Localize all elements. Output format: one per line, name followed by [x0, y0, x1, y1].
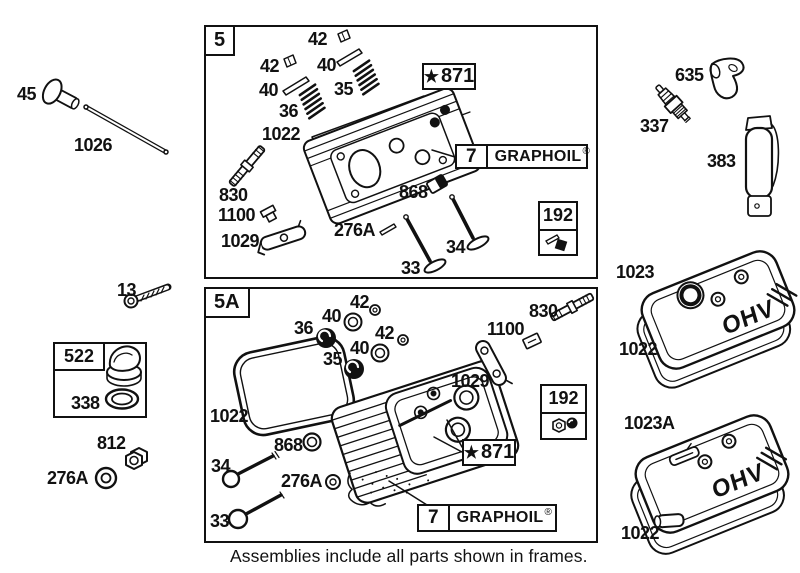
breather-tube-icon — [744, 115, 780, 217]
seal-338-icon — [104, 388, 140, 410]
valve-spring-icon-f5-35 — [352, 59, 380, 96]
o-ring-276a-icon-f5a — [325, 474, 341, 490]
valve-retainer-icon-f5a-a — [343, 312, 363, 332]
valve-icon-f5a-34 — [221, 450, 280, 489]
star-icon: ★ — [423, 67, 439, 86]
valve-retainer-icon-f5-left — [282, 76, 310, 96]
grommet-868-icon-f5a — [302, 432, 322, 452]
callout-star-871-frame5: ★871 — [422, 63, 476, 90]
oil-fill-cap-icon — [106, 345, 142, 387]
valve-keeper-icon-f5-left — [283, 54, 297, 68]
spark-plug-boot-icon — [709, 57, 745, 100]
valve-icon-f5-33 — [403, 214, 447, 274]
callout-kit-192-frame5: 192 — [538, 201, 578, 256]
tappet-icon — [41, 78, 80, 110]
callout-graphoil-frame5a: 7 GRAPHOIL® — [417, 504, 557, 532]
leader-line-graphoil-f5 — [431, 149, 456, 158]
pin-276a-icon-f5 — [379, 223, 397, 236]
valve-cover-icon-1023: OHV — [636, 250, 798, 389]
assembly-frame-5: 5 — [204, 25, 598, 279]
registered-mark: ® — [582, 145, 591, 157]
callout-graphoil-frame5: 7 GRAPHOIL® — [455, 144, 590, 169]
valve-spring-icon-f5a-36 — [316, 328, 336, 348]
valve-icon-f5a-33 — [227, 491, 285, 530]
assembly-box-522: 522 — [53, 342, 147, 418]
valve-cover-icon-1023a: OHV — [630, 414, 790, 555]
assembly-frame-5a: 5A — [204, 287, 598, 543]
valve-spring-icon-f5a-35 — [344, 359, 364, 379]
spark-plug-icon — [655, 84, 691, 123]
rocker-arm-icon-f5 — [257, 219, 307, 256]
bolt-icon — [123, 283, 172, 309]
washer-276a-icon — [94, 466, 118, 490]
valve-icon-f5-34 — [449, 194, 490, 251]
kit-192-contents-icon-frame5a — [542, 414, 585, 438]
frame-5a-label: 5A — [204, 287, 250, 318]
callout-kit-192-frame5a: 192 — [540, 384, 587, 440]
cap-868-icon-f5 — [426, 174, 448, 194]
kit-192-contents-icon-frame5 — [540, 231, 576, 254]
registered-mark: ® — [544, 507, 553, 518]
cylinder-head-icon-f5 — [302, 87, 482, 225]
graphoil-key-number: 7 — [419, 506, 450, 530]
graphoil-brand: GRAPHOIL® — [456, 507, 553, 526]
valve-spring-icon-f5-36 — [298, 83, 326, 120]
star-icon: ★ — [463, 443, 479, 462]
guide-clip-icon-f5a — [522, 332, 542, 350]
rocker-stud-icon-f5 — [228, 145, 266, 187]
guide-clip-icon-f5 — [259, 204, 278, 223]
assembly-522-label: 522 — [53, 342, 106, 371]
rocker-arm-icon-f5a — [475, 339, 513, 387]
callout-871-number: 871 — [480, 441, 515, 463]
valve-keeper-icon-f5a-a — [369, 304, 381, 316]
leader-lines-f5a — [388, 419, 463, 506]
kit-192-number: 192 — [540, 203, 576, 231]
nut-cap-kit-icon — [551, 417, 577, 433]
callout-871-number: 871 — [440, 65, 475, 87]
graphoil-key-number: 7 — [457, 146, 488, 167]
frame-5-label: 5 — [204, 25, 236, 56]
kit-192-number: 192 — [542, 386, 585, 414]
push-rod-icon — [83, 104, 169, 155]
valve-retainer-icon-f5a-b — [370, 343, 390, 363]
valve-retainer-icon-f5-right — [336, 48, 363, 67]
valve-keeper-icon-f5a-b — [397, 334, 409, 346]
caption: Assemblies include all parts shown in fr… — [230, 546, 588, 566]
rocker-stud-icon-f5a — [549, 292, 595, 322]
callout-star-871-frame5a: ★871 — [462, 439, 516, 466]
graphoil-brand: GRAPHOIL® — [494, 145, 591, 165]
seal-kit-icon — [545, 233, 568, 251]
nut-812-icon — [125, 447, 148, 470]
valve-keeper-icon-f5-top — [337, 29, 351, 43]
